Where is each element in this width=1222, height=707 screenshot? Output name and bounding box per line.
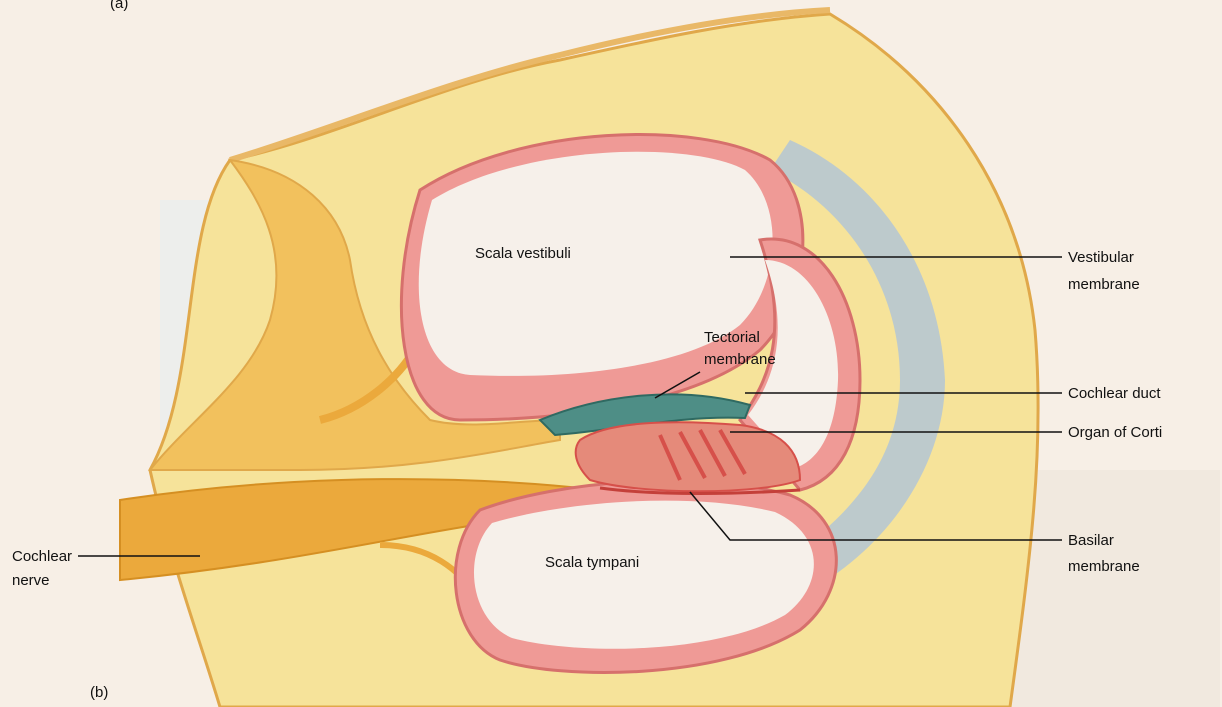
label-tectorial-line2: membrane [704, 351, 776, 368]
label-tectorial-line1: Tectorial [704, 329, 760, 346]
label-cochlear-nerve-line1: Cochlear [12, 548, 72, 565]
label-basilar-line2: membrane [1068, 558, 1140, 575]
label-vestibular-line1: Vestibular [1068, 249, 1134, 266]
label-scala-vestibuli: Scala vestibuli [475, 245, 571, 262]
label-scala-tympani: Scala tympani [545, 554, 639, 571]
panel-label-a: (a) [110, 0, 128, 12]
label-cochlear-duct: Cochlear duct [1068, 385, 1161, 402]
panel-label-b: (b) [90, 684, 108, 701]
label-vestibular-line2: membrane [1068, 276, 1140, 293]
label-basilar-line1: Basilar [1068, 532, 1114, 549]
label-organ-of-corti: Organ of Corti [1068, 424, 1162, 441]
label-cochlear-nerve-line2: nerve [12, 572, 50, 589]
